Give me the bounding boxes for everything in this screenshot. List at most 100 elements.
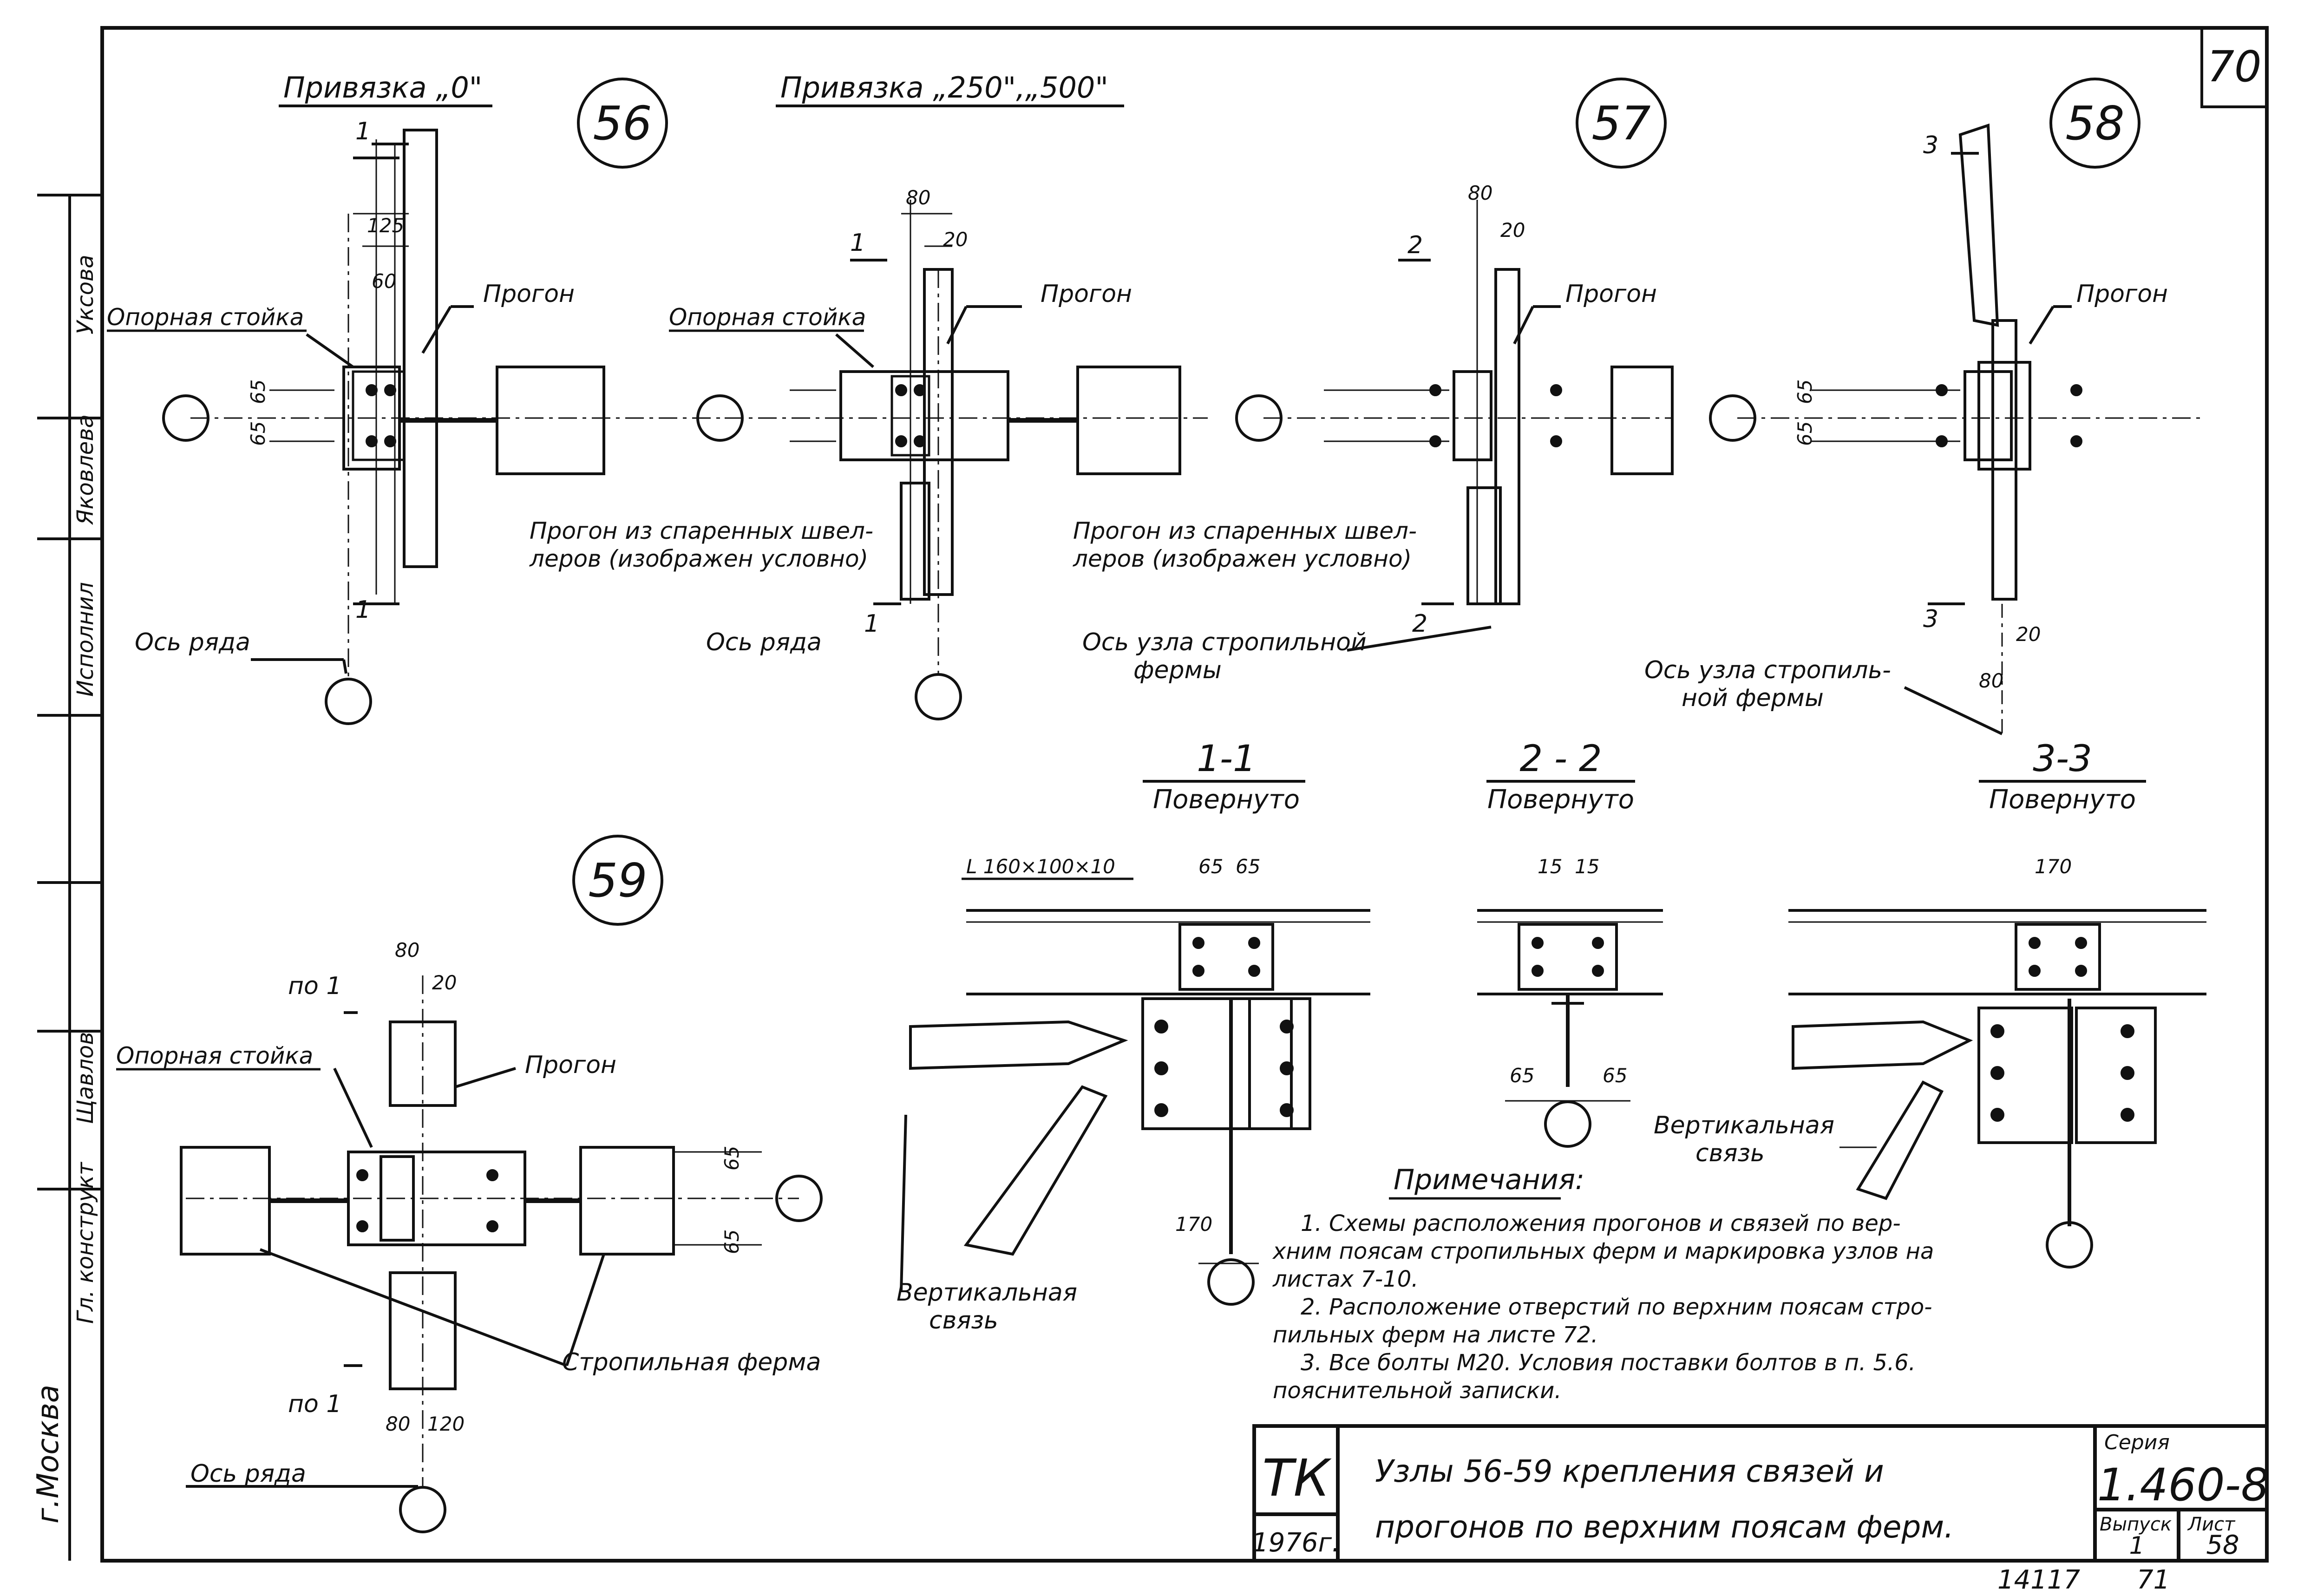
note-line-7: пояснительной записки.	[1273, 1378, 1562, 1404]
strip-name-1: Щавлов	[72, 1032, 98, 1124]
dim-80-58: 80	[1979, 669, 2003, 692]
dim-80-57a: 80	[906, 186, 930, 209]
tb-title-2: прогонов по верхним поясам ферм.	[1375, 1509, 1954, 1545]
dim-65-s1-b: 65	[1236, 855, 1260, 878]
dim-65-s2-b: 65	[1603, 1064, 1627, 1087]
section-3-3	[1788, 909, 2206, 1269]
label-progon-57a: Прогон	[1041, 280, 1132, 308]
node-56: 56	[593, 96, 652, 150]
strip-role-1: Гл. конструкт	[72, 1161, 98, 1324]
dim-120-59: 120	[427, 1413, 465, 1435]
detail-57b	[1235, 200, 1674, 652]
title-privyazka-250: Привязка „250",„500"	[780, 71, 1108, 105]
dim-65-b: 65	[247, 421, 269, 446]
tb-title-1: Узлы 56-59 крепления связей и	[1375, 1453, 1884, 1489]
dim-20-57a: 20	[943, 228, 968, 251]
label-vert-svyaz-3a: Вертикальная	[1654, 1112, 1834, 1139]
title-privyazka-0: Привязка „0"	[283, 71, 482, 105]
label-sparen-57a-2: леров (изображен условно)	[529, 545, 868, 572]
dim-80-59-top: 80	[395, 939, 419, 962]
label-os-uzla-58-1: Ось узла стропиль-	[1644, 656, 1891, 684]
label-vert-svyaz-3b: связь	[1695, 1139, 1765, 1167]
cut-3-bot: 3	[1923, 605, 1938, 633]
dim-65-58-a: 65	[1793, 379, 1816, 404]
cut-3-top: 3	[1923, 131, 1938, 159]
dim-65-58-b: 65	[1793, 421, 1816, 446]
tb-list: 58	[2206, 1530, 2239, 1560]
label-os-ryada-56: Ось ряда	[135, 628, 250, 656]
cut-1-57a-top: 1	[850, 229, 865, 257]
label-po1-top: по 1	[288, 972, 341, 1000]
tb-year: 1976г.	[1252, 1528, 1340, 1558]
dim-15-a: 15	[1538, 855, 1562, 878]
node-57: 57	[1591, 96, 1650, 150]
tb-list-label: Лист	[2187, 1514, 2236, 1535]
dim-65-s2-a: 65	[1510, 1064, 1534, 1087]
footer-right: 71	[2137, 1565, 2170, 1595]
label-progon-58: Прогон	[2076, 280, 2168, 308]
dim-65-59-a: 65	[720, 1146, 743, 1171]
label-sparen-57b-2: леров (изображен условно)	[1073, 545, 1412, 572]
node-59: 59	[588, 853, 647, 908]
cut-1-57a-bot: 1	[864, 610, 879, 638]
label-sparen-57a-1: Прогон из спаренных швел-	[530, 517, 873, 544]
cut-1-bot: 1	[355, 596, 371, 624]
section-title-1: 1-1	[1197, 738, 1256, 780]
tb-vypusk: 1	[2129, 1532, 2144, 1560]
section-title-3: 3-3	[2033, 738, 2092, 780]
label-vert-svyaz-1a: Вертикальная	[897, 1279, 1077, 1307]
note-line-1: 1. Схемы расположения прогонов и связей …	[1301, 1210, 1901, 1236]
dim-20-58: 20	[2016, 623, 2041, 646]
note-line-4: 2. Расположение отверстий по верхним поя…	[1301, 1294, 1932, 1320]
label-os-ryada-59: Ось ряда	[190, 1460, 306, 1488]
note-line-2: хним поясам стропильных ферм и маркировк…	[1272, 1238, 1934, 1264]
section-sub-2: Повернуто	[1487, 785, 1634, 815]
note-line-3: листах 7-10.	[1272, 1266, 1419, 1292]
dim-65-a: 65	[247, 379, 269, 404]
label-sparen-57b-1: Прогон из спаренных швел-	[1073, 517, 1417, 544]
label-os-uzla-58-2: ной фермы	[1682, 684, 1824, 712]
node-58: 58	[2065, 96, 2124, 150]
label-opornaya-56: Опорная стойка	[107, 304, 304, 331]
notes-heading: Примечания:	[1394, 1164, 1584, 1196]
dim-20-57b: 20	[1500, 219, 1525, 242]
label-os-uzla-57b-1: Ось узла стропильной	[1082, 628, 1367, 656]
section-1-1	[900, 909, 1370, 1306]
dim-80-59-bot: 80	[386, 1413, 410, 1435]
dim-125: 125	[367, 214, 404, 237]
section-sub-3: Повернуто	[1989, 785, 2136, 815]
strip-name-3: Уксова	[72, 255, 98, 334]
label-progon-59: Прогон	[525, 1051, 616, 1079]
dim-60: 60	[372, 270, 396, 293]
label-os-ryada-57a: Ось ряда	[706, 628, 822, 656]
tb-seriya: 1.460-8	[2097, 1459, 2270, 1511]
cut-1-top: 1	[355, 118, 371, 145]
dim-170-s3: 170	[2035, 855, 2072, 878]
dim-65-59-b: 65	[720, 1230, 743, 1254]
section-title-2: 2 - 2	[1520, 738, 1602, 780]
note-line-5: пильных ферм на листе 72.	[1273, 1322, 1598, 1348]
note-line-6: 3. Все болты М20. Условия поставки болто…	[1301, 1350, 1916, 1376]
sheet-frame	[100, 26, 2269, 1563]
dim-15-b: 15	[1575, 855, 1599, 878]
label-os-uzla-57b-2: фермы	[1133, 656, 1222, 684]
tb-vypusk-label: Выпуск	[2100, 1514, 2172, 1535]
title-block	[1252, 1424, 2269, 1563]
label-opornaya-57a: Опорная стойка	[669, 304, 866, 331]
label-po1-bot: по 1	[288, 1390, 341, 1418]
dim-170-s1: 170	[1175, 1213, 1212, 1236]
dim-20-59: 20	[432, 971, 457, 994]
label-angle: L 160×100×10	[966, 855, 1115, 878]
tb-org: ТК	[1262, 1448, 1332, 1508]
section-2-2	[1477, 909, 1663, 1148]
tb-seriya-label: Серия	[2104, 1431, 2170, 1454]
label-progon-57b: Прогон	[1565, 280, 1657, 308]
left-strip: г.Москва Гл. конструкт Исполнил Щавлов Я…	[31, 255, 98, 1524]
label-stropilnaya: Стропильная ферма	[562, 1348, 821, 1376]
section-sub-1: Повернуто	[1153, 785, 1300, 815]
strip-city: г.Москва	[31, 1385, 65, 1524]
label-opornaya-59: Опорная стойка	[116, 1042, 313, 1069]
strip-name-2: Яковлева	[72, 414, 98, 525]
sheet-corner-number: 70	[2207, 42, 2261, 92]
